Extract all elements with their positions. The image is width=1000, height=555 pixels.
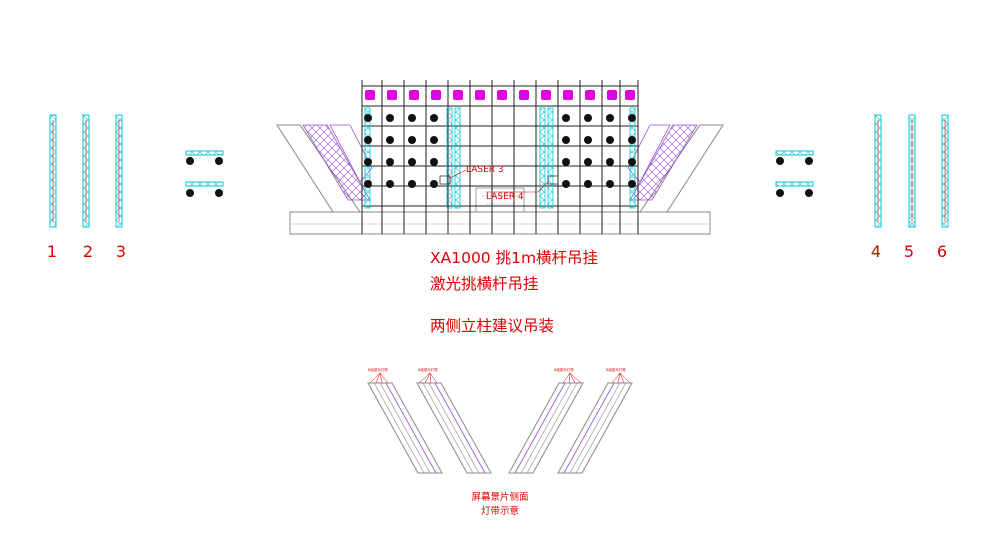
moving-head-grid xyxy=(364,114,636,188)
left-wing-panels xyxy=(276,124,373,213)
led-band-label: 8组激光灯带 xyxy=(368,367,388,372)
column-label-4: 4 xyxy=(871,242,881,261)
note-laser: 激光挑横杆吊挂 xyxy=(430,275,539,293)
left-side-hanging-bars xyxy=(185,150,224,197)
truss-column-5 xyxy=(908,114,916,228)
note-xa1000: XA1000 挑1m横杆吊挂 xyxy=(430,249,598,267)
column-label-3: 3 xyxy=(116,242,126,261)
column-label-6: 6 xyxy=(937,242,947,261)
laser-3-label: LASER 3 xyxy=(466,165,504,175)
laser-4-unit xyxy=(486,175,559,193)
screen-panel-1 xyxy=(367,372,443,474)
inner-truss-columns xyxy=(364,107,636,209)
laser-3-unit xyxy=(439,169,467,185)
led-band-label: 8组激光灯带 xyxy=(418,367,438,372)
screen-panel-3 xyxy=(508,372,584,474)
led-band-label: 8组激光灯带 xyxy=(554,367,574,372)
screen-side-panels: 8组激光灯带 8组激光灯带 8组激光灯带 xyxy=(367,367,633,474)
screen-panel-4 xyxy=(557,372,633,474)
right-side-hanging-bars xyxy=(775,150,814,197)
right-truss-columns xyxy=(874,114,949,228)
column-label-5: 5 xyxy=(904,242,914,261)
stage-elevation: LASER 3 LASER 4 xyxy=(276,80,724,235)
truss-column-1 xyxy=(49,114,57,228)
column-label-2: 2 xyxy=(83,242,93,261)
column-label-1: 1 xyxy=(47,242,57,261)
left-truss-columns xyxy=(49,114,123,228)
right-wing-panels xyxy=(627,124,724,213)
screen-caption-line1: 屏幕景片侧面 xyxy=(471,491,528,503)
scaffold-grid xyxy=(361,80,639,234)
moving-head-fixture-icon xyxy=(186,157,223,197)
truss-column-4 xyxy=(874,114,882,228)
laser-4-label: LASER 4 xyxy=(486,192,524,202)
truss-column-2 xyxy=(82,114,90,228)
truss-column-6 xyxy=(941,114,949,228)
note-columns: 两侧立柱建议吊装 xyxy=(430,317,554,335)
screen-caption-line2: 灯带示意 xyxy=(481,505,519,517)
moving-head-fixture-icon xyxy=(776,157,813,197)
truss-column-3 xyxy=(115,114,123,228)
screen-panel-2 xyxy=(416,372,492,474)
led-band-label: 8组激光灯带 xyxy=(606,367,626,372)
top-fixture-row xyxy=(365,90,635,100)
